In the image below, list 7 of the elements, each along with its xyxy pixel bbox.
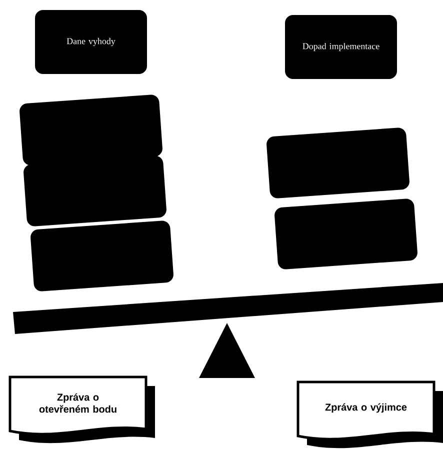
dark-box xyxy=(20,94,162,166)
dark-box xyxy=(24,156,166,226)
text-box: Dane vyhody xyxy=(35,10,147,74)
dark-box xyxy=(30,220,174,292)
dark-box xyxy=(266,128,410,198)
dark-box xyxy=(274,198,418,270)
text-box: Dopad implementace xyxy=(285,15,397,79)
